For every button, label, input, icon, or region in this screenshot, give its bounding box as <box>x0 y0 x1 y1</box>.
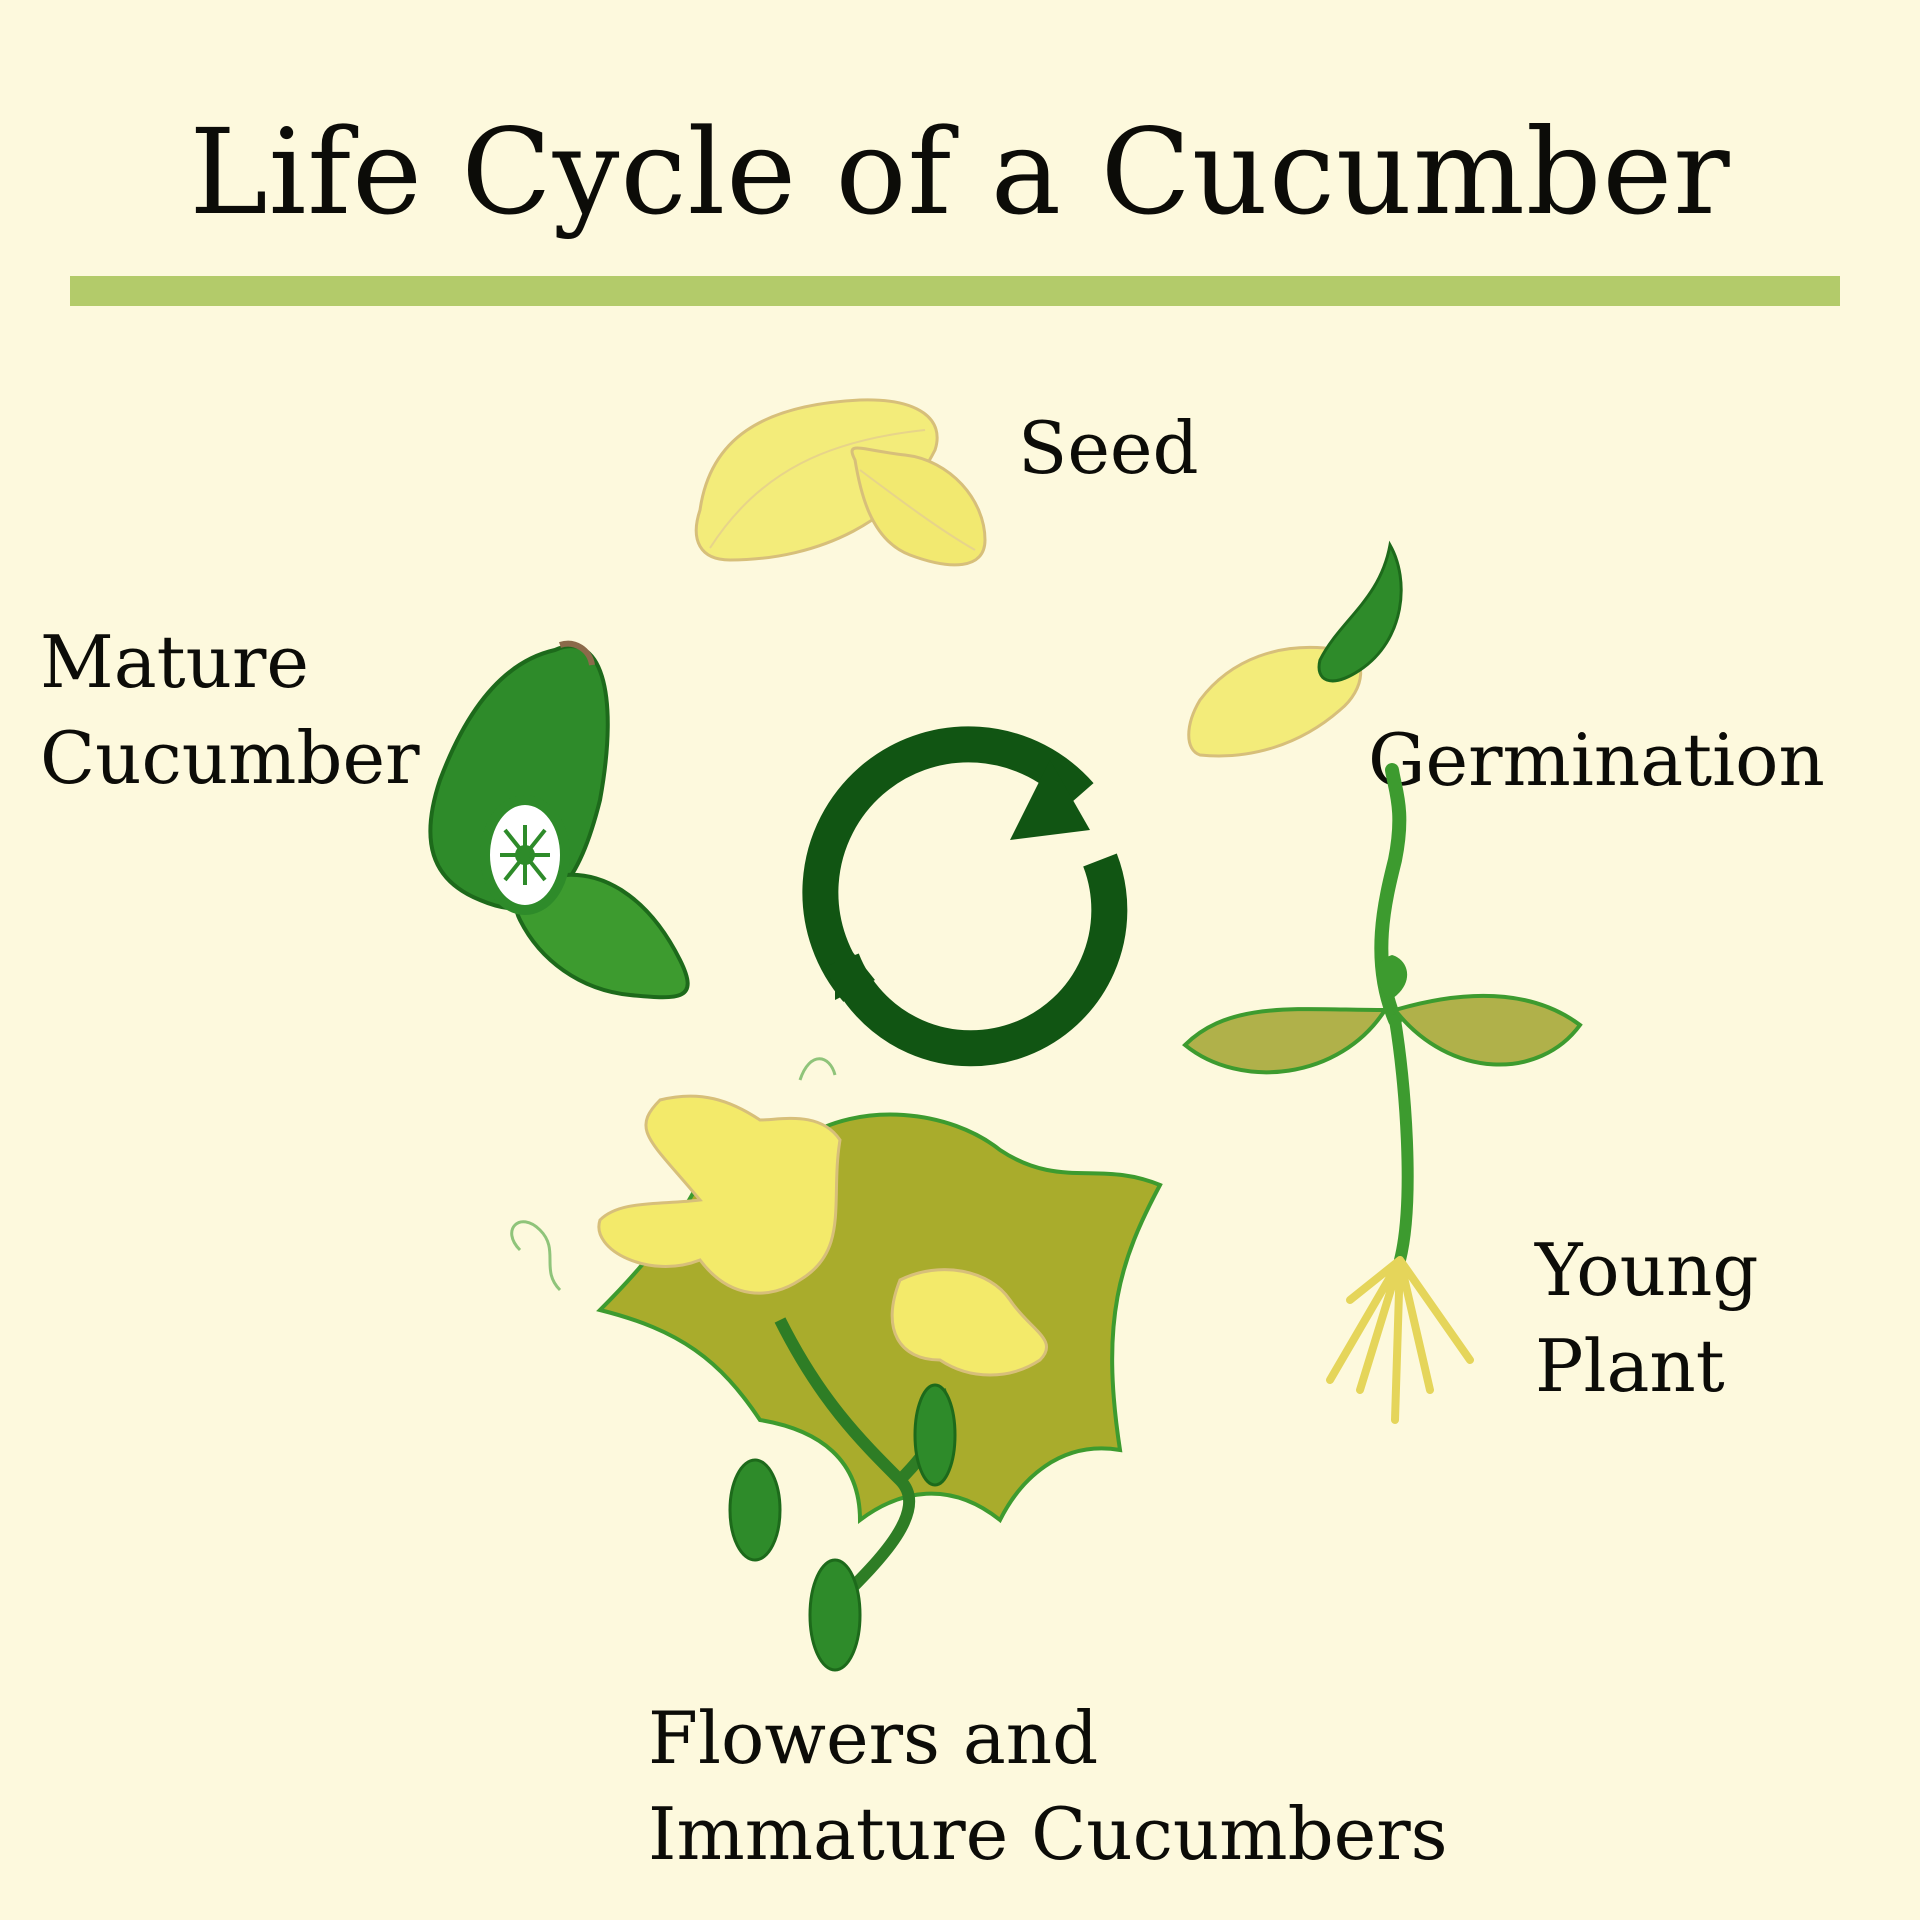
seed-label: Seed <box>1018 406 1199 490</box>
flowers-label-line1: Flowers and <box>648 1696 1099 1780</box>
seed-icon <box>694 398 987 567</box>
young-plant-label: Young Plant <box>1535 1222 1758 1414</box>
page-title: Life Cycle of a Cucumber <box>189 103 1731 241</box>
sprouting-seed-icon <box>1187 540 1403 758</box>
young-plant-label-line1: Young <box>1535 1228 1759 1312</box>
mature-cucumber-label: Mature Cucumber <box>40 614 420 806</box>
flowers-label: Flowers and Immature Cucumbers <box>648 1690 1448 1882</box>
young-plant-label-line2: Plant <box>1535 1324 1725 1408</box>
mature-cucumber-label-line2: Cucumber <box>40 716 420 800</box>
seedling-icon <box>1182 763 1583 1424</box>
germination-label: Germination <box>1368 718 1825 802</box>
cycle-arrows-icon <box>802 726 1128 1067</box>
cucumber-icon <box>428 640 690 1000</box>
flowers-label-line2: Immature Cucumbers <box>648 1792 1448 1876</box>
flowering-vine-icon <box>510 1057 1163 1672</box>
mature-cucumber-label-line1: Mature <box>40 620 309 704</box>
title-underline <box>70 276 1840 306</box>
